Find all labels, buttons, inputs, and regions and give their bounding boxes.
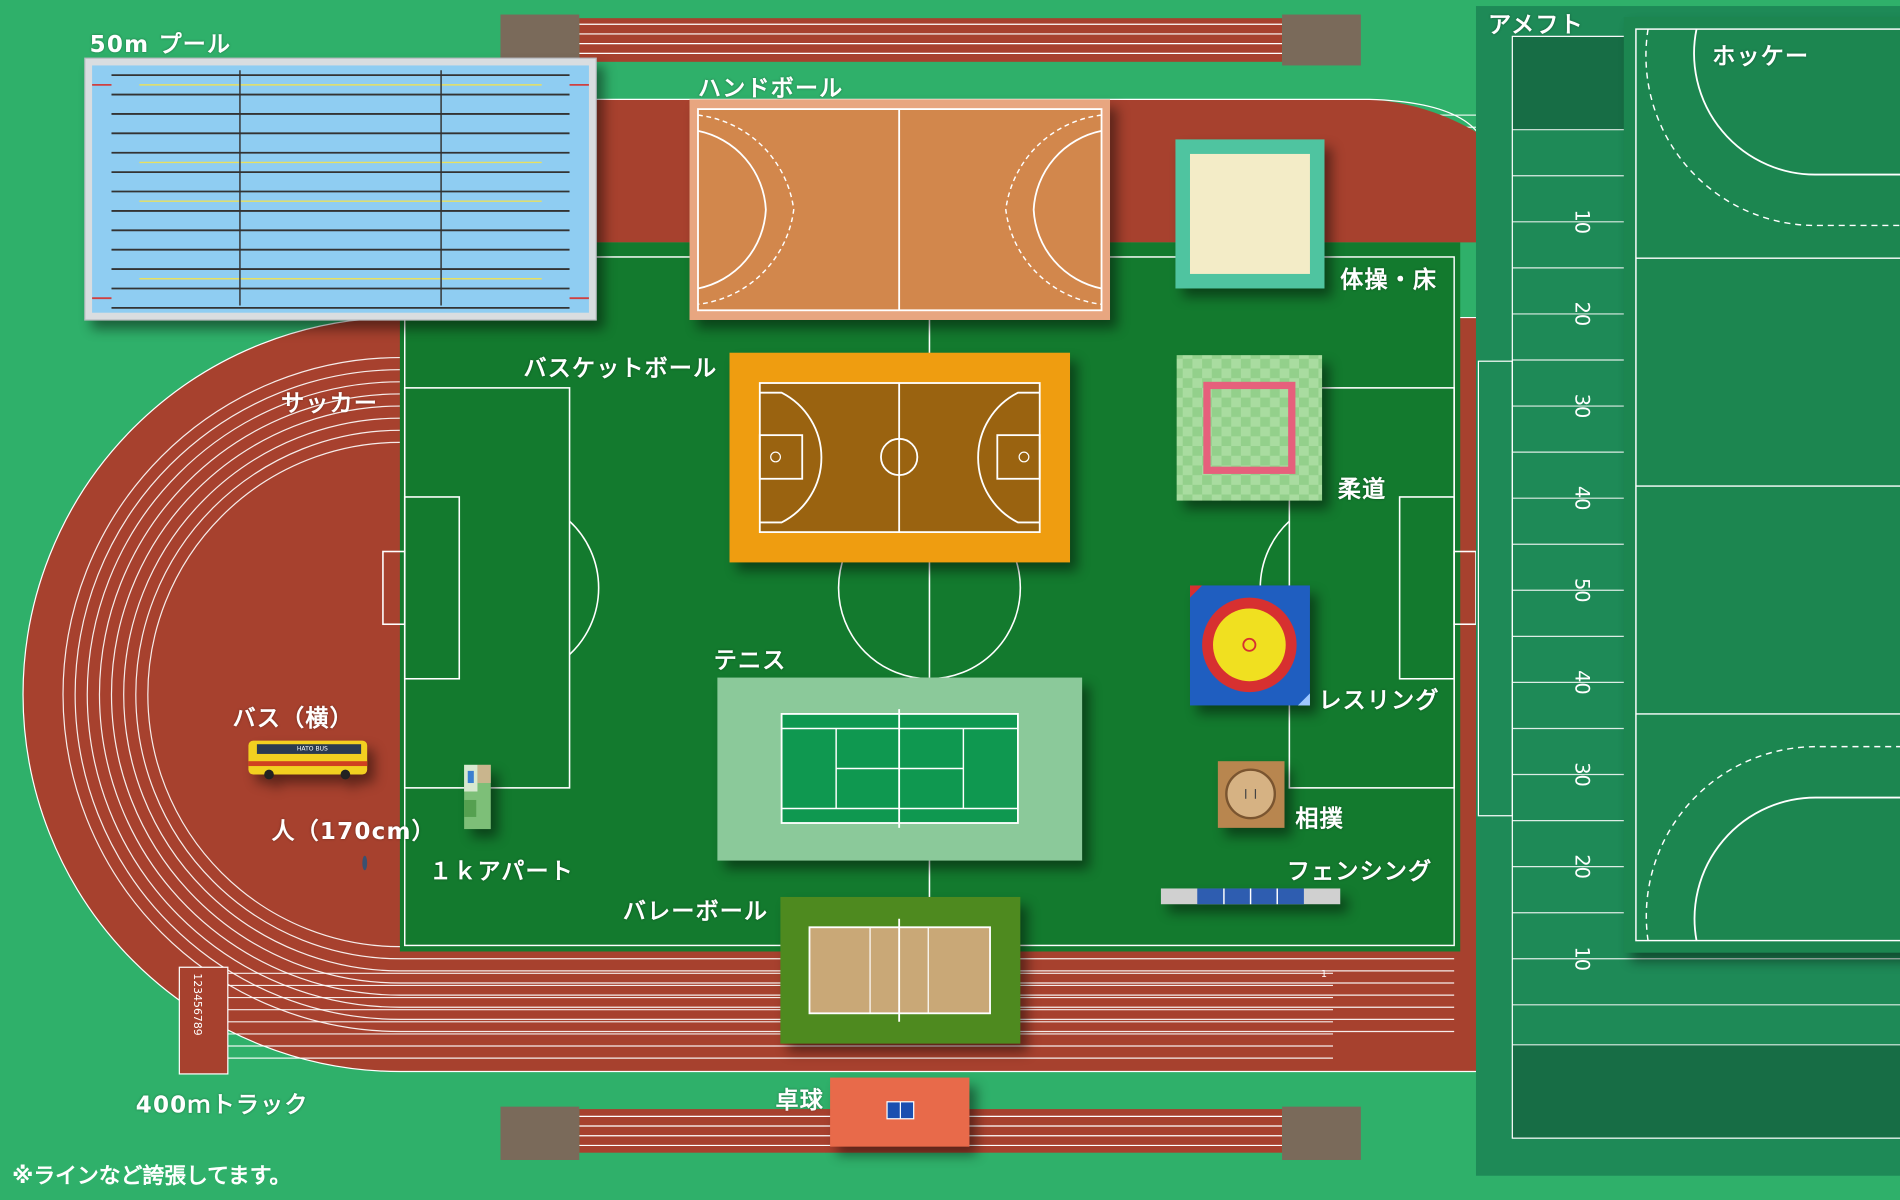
pool-label: 50m プール	[89, 31, 232, 59]
yard-number: 30	[1570, 762, 1593, 787]
volleyball-label: バレーボール	[622, 898, 769, 925]
apartment-icon	[464, 764, 491, 830]
person-label: 人（170cm）	[271, 818, 436, 845]
sumo-ring	[1217, 761, 1285, 828]
handball-label: ハンドボール	[697, 75, 844, 102]
footnote: ※ラインなど誇張してます。	[12, 1163, 292, 1190]
yard-number: 10	[1570, 946, 1593, 971]
yard-number: 20	[1570, 854, 1593, 879]
lane-number-column: 1	[1321, 969, 1327, 980]
bus-logo-text: HATO BUS	[297, 745, 328, 752]
lane-number: 123456789	[191, 973, 204, 1035]
yard-number: 40	[1570, 670, 1593, 695]
swimming-pool	[84, 57, 597, 321]
gymnastics-label: 体操・床	[1340, 266, 1438, 294]
volleyball-court	[780, 896, 1021, 1044]
table-tennis-area	[830, 1077, 970, 1147]
hockey-field	[1623, 16, 1900, 953]
tennis-court	[717, 677, 1083, 861]
fencing-label: フェンシング	[1286, 858, 1433, 885]
basketball-label: バスケットボール	[523, 355, 718, 382]
yard-number: 50	[1570, 578, 1593, 603]
yard-number: 10	[1570, 209, 1593, 234]
yard-number: 20	[1570, 302, 1593, 327]
bus-icon: HATO BUS	[248, 740, 368, 780]
yard-number: 40	[1570, 486, 1593, 511]
wrestling-label: レスリング	[1318, 687, 1440, 714]
table-tennis-label: 卓球	[775, 1087, 825, 1114]
wrestling-mat	[1189, 585, 1310, 706]
tennis-label: テニス	[713, 647, 787, 674]
judo-mat	[1176, 355, 1323, 501]
soccer-label: サッカー	[281, 390, 379, 417]
hockey-label: ホッケー	[1712, 43, 1810, 71]
sumo-label: 相撲	[1295, 806, 1344, 833]
track-label: 400ｍトラック	[135, 1092, 309, 1119]
yard-number: 30	[1570, 394, 1593, 419]
basketball-court	[729, 352, 1071, 563]
handball-court	[689, 99, 1111, 320]
fencing-piste	[1160, 888, 1341, 905]
top-straightaway	[500, 14, 1361, 66]
person-icon	[362, 855, 368, 871]
gymnastics-floor	[1175, 139, 1325, 289]
bus-label: バス（横）	[232, 705, 354, 733]
judo-label: 柔道	[1337, 476, 1387, 504]
apartment-label: １ｋアパート	[428, 858, 574, 885]
american-football-label: アメフト	[1488, 12, 1584, 39]
